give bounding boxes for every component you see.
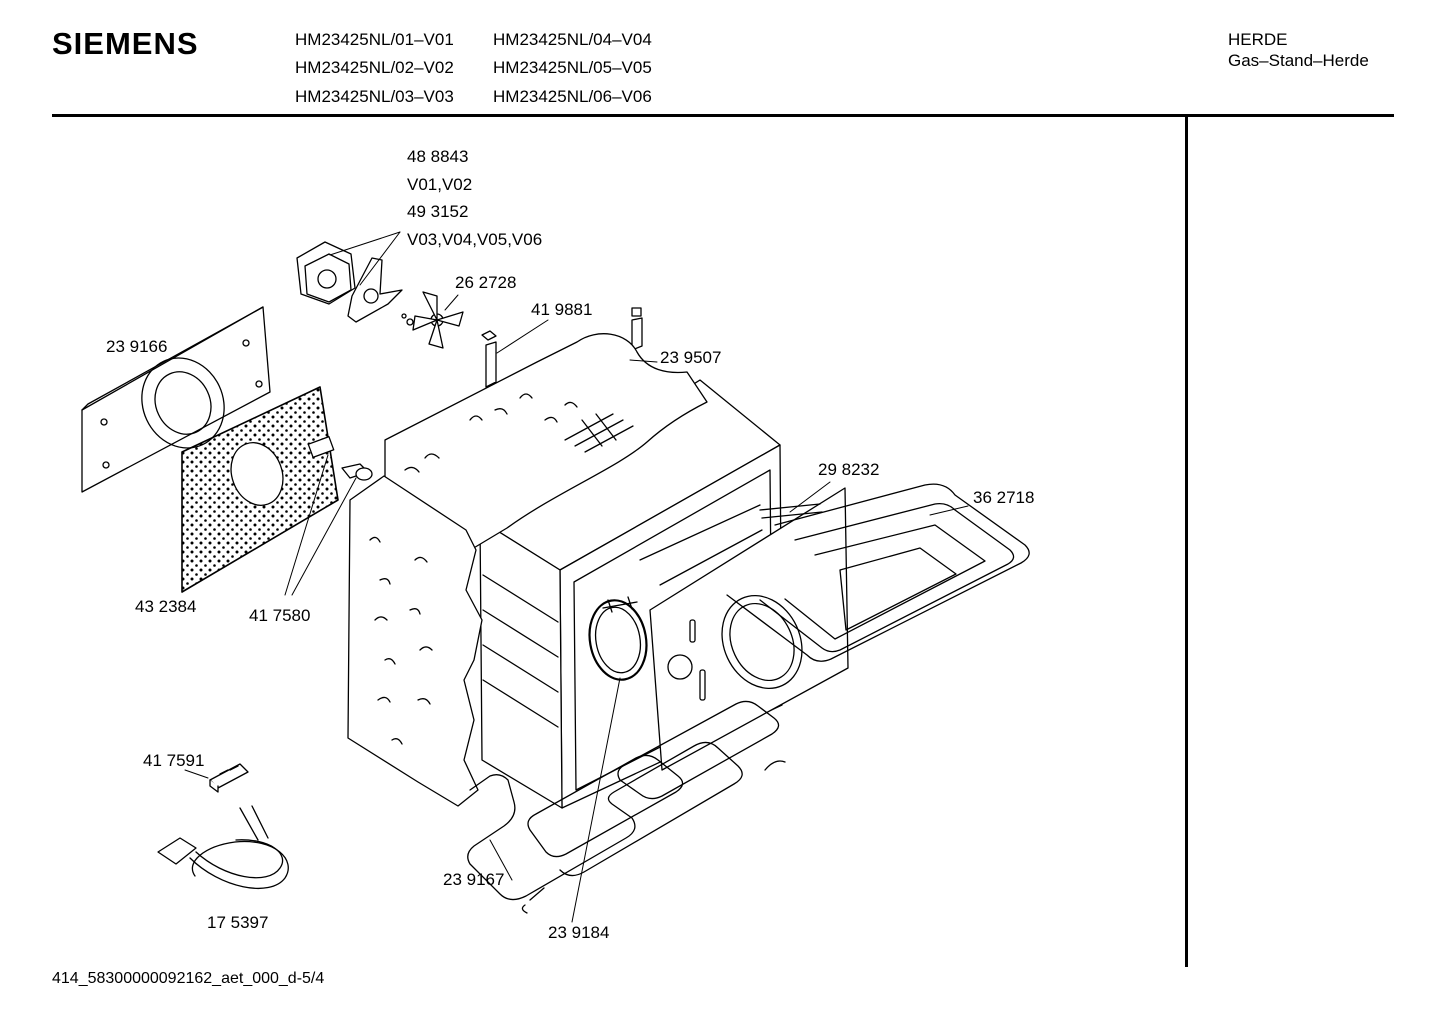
mains-cable-part xyxy=(157,805,289,890)
grill-heater-part xyxy=(726,483,1030,662)
model-number: HM23425NL/06–V06 xyxy=(493,87,652,106)
ring-heater-part xyxy=(588,596,648,681)
part-label: 36 2718 xyxy=(973,488,1035,507)
subcategory-label: Gas–Stand–Herde xyxy=(1228,51,1369,70)
model-number: HM23425NL/02–V02 xyxy=(295,58,454,77)
rear-cover-part xyxy=(81,306,271,493)
part-label: 41 7580 xyxy=(249,606,311,625)
variant-label: V01,V02 xyxy=(407,175,473,194)
header-divider xyxy=(52,114,1394,117)
model-number: HM23425NL/01–V01 xyxy=(295,30,454,49)
fan-blade-part xyxy=(401,291,464,349)
part-label: 17 5397 xyxy=(207,913,269,932)
model-number: HM23425NL/05–V05 xyxy=(493,58,652,77)
part-label: 41 7591 xyxy=(143,751,205,770)
upper-heater-part xyxy=(649,487,849,771)
part-label: 23 9166 xyxy=(106,337,168,356)
model-number: HM23425NL/03–V03 xyxy=(295,87,454,106)
sensor-part xyxy=(481,307,643,388)
part-label: 23 9184 xyxy=(548,923,610,942)
side-divider xyxy=(1185,117,1188,967)
fan-motor-part xyxy=(296,241,403,323)
terminal-block-part xyxy=(209,763,249,793)
part-label: 23 9167 xyxy=(443,870,505,889)
part-label: 23 9507 xyxy=(660,348,722,367)
model-number: HM23425NL/04–V04 xyxy=(493,30,652,49)
part-label: 49 3152 xyxy=(407,202,469,221)
part-label: 48 8843 xyxy=(407,147,469,166)
rear-insulation-part xyxy=(181,386,339,593)
variant-label: V03,V04,V05,V06 xyxy=(407,230,543,249)
part-label: 43 2384 xyxy=(135,597,197,616)
document-id: 414_58300000092162_aet_000_d-5/4 xyxy=(52,970,325,987)
lamp-part xyxy=(307,436,373,481)
lower-heater-part xyxy=(467,700,786,914)
part-label: 26 2728 xyxy=(455,273,517,292)
oven-insulation-part xyxy=(347,333,708,807)
category-label: HERDE xyxy=(1228,30,1288,49)
leader-lines xyxy=(184,231,969,923)
part-label: 41 9881 xyxy=(531,300,593,319)
part-label: 29 8232 xyxy=(818,460,880,479)
brand-logo: SIEMENS xyxy=(52,26,199,61)
